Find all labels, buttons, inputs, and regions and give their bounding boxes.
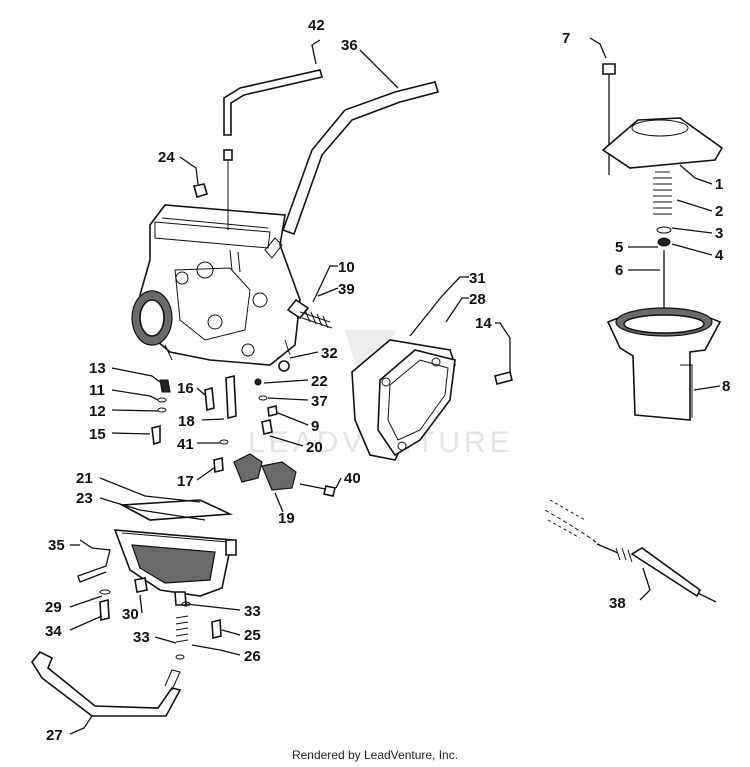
bowl-hardware [77, 539, 222, 660]
callout-32: 32 [321, 345, 338, 362]
callout-8: 8 [722, 378, 730, 395]
callout-35: 35 [48, 537, 65, 554]
callout-37: 37 [311, 393, 328, 410]
callout-11: 11 [89, 382, 105, 399]
gasket-cover [351, 339, 456, 461]
callout-15: 15 [89, 426, 106, 443]
callout-labels: 42 36 24 10 39 31 28 14 32 22 37 9 20 13… [45, 17, 730, 744]
callout-40: 40 [344, 470, 361, 487]
callout-16: 16 [177, 380, 194, 397]
callout-33-lower: 33 [133, 629, 150, 646]
callout-26: 26 [244, 648, 261, 665]
fuel-line [281, 81, 440, 236]
callout-6: 6 [615, 262, 623, 279]
callout-2: 2 [715, 203, 723, 220]
float-bowl [113, 529, 237, 606]
callout-42: 42 [308, 17, 325, 34]
callout-4: 4 [715, 247, 724, 264]
callout-38: 38 [609, 595, 626, 612]
small-parts-left [151, 360, 290, 474]
callout-27: 27 [46, 727, 63, 744]
callout-31: 31 [469, 270, 486, 287]
slide-assembly [601, 63, 724, 421]
callout-28: 28 [469, 291, 486, 308]
callout-39: 39 [338, 281, 355, 298]
callout-29: 29 [45, 599, 62, 616]
callout-36: 36 [341, 37, 358, 54]
callout-10: 10 [338, 259, 355, 276]
idle-screw-spring [286, 298, 333, 329]
drain-hose [31, 650, 182, 717]
leader-lines [69, 37, 721, 735]
callout-7: 7 [562, 30, 570, 47]
callout-14: 14 [475, 315, 492, 332]
callout-41: 41 [177, 436, 194, 453]
callout-19: 19 [278, 510, 295, 527]
callout-33-upper: 33 [244, 603, 261, 620]
callout-17: 17 [177, 473, 194, 490]
carburetor-body [131, 204, 301, 366]
part-24-nut [193, 183, 208, 199]
callout-20: 20 [306, 439, 323, 456]
callout-25: 25 [244, 627, 261, 644]
callout-21: 21 [76, 470, 93, 487]
callout-9: 9 [311, 418, 319, 435]
part-14-screw [494, 371, 513, 385]
footer-credit: Rendered by LeadVenture, Inc. [291, 748, 459, 762]
throttle-cable [544, 499, 717, 603]
callout-18: 18 [178, 413, 195, 430]
callout-22: 22 [311, 373, 328, 390]
callout-5: 5 [615, 239, 623, 256]
callout-1: 1 [715, 176, 723, 193]
callout-3: 3 [715, 225, 723, 242]
callout-13: 13 [89, 360, 106, 377]
callout-12: 12 [89, 403, 106, 420]
float-assembly [233, 453, 336, 497]
part-21-gasket [119, 499, 234, 521]
callout-34: 34 [45, 623, 62, 640]
callout-24: 24 [158, 149, 175, 166]
vent-tube [223, 69, 324, 230]
callout-30: 30 [122, 606, 139, 623]
callout-23: 23 [76, 490, 93, 507]
